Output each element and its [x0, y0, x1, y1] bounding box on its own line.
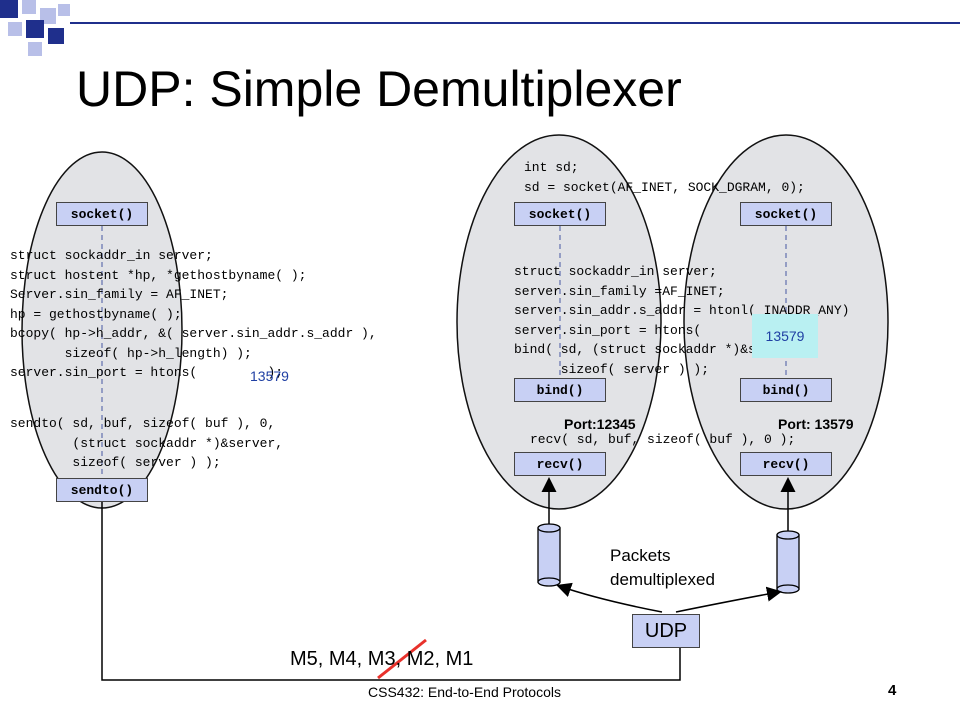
client-send-code: sendto( sd, buf, sizeof( buf ), 0, (stru… [10, 416, 284, 470]
page-number: 4 [888, 682, 897, 699]
corner-square [0, 0, 18, 18]
slide-title: UDP: Simple Demultiplexer [76, 61, 682, 117]
corner-square [22, 0, 36, 14]
slide-footer: CSS432: End-to-End Protocols [368, 684, 561, 700]
client-socket-call: socket() [56, 202, 148, 226]
arrow-udp-to-queue-left [556, 582, 663, 613]
corner-square [28, 42, 42, 56]
udp-layer-box: UDP [632, 614, 700, 648]
packet-path-line [101, 500, 681, 681]
corner-square [58, 4, 70, 16]
client-setup-code: struct sockaddr_in server; struct hosten… [10, 248, 377, 380]
title-rule [70, 22, 960, 24]
corner-square [26, 20, 44, 38]
server-left-bind-call: bind() [514, 378, 606, 402]
client-sendto-call: sendto() [56, 478, 148, 502]
corner-square [8, 22, 22, 36]
server-left-recv-call: recv() [514, 452, 606, 476]
arrow-udp-to-queue-right [675, 586, 782, 613]
server-recv-code: recv( sd, buf, sizeof( buf ), 0 ); [530, 432, 796, 447]
server-left-socket-call: socket() [514, 202, 606, 226]
corner-square [40, 8, 56, 24]
m3-strike-mark [377, 638, 427, 680]
server-process-ellipse-left [456, 134, 662, 510]
queue-right-cylinder [776, 530, 800, 594]
server-socket-code: int sd; sd = socket(AF_INET, SOCK_DGRAM,… [524, 160, 805, 195]
server-right-recv-call: recv() [740, 452, 832, 476]
message-sequence: M5, M4, M3, M2, M1 [290, 648, 474, 670]
server-left-port-label: Port:12345 [564, 416, 636, 432]
server-port-highlight: 13579 [752, 314, 818, 358]
server-right-port-label: Port: 13579 [778, 416, 854, 432]
client-port-number: 13579 [250, 368, 289, 384]
corner-square [48, 28, 64, 44]
packets-demultiplexed-label: Packets demultiplexed [610, 546, 715, 589]
server-right-bind-call: bind() [740, 378, 832, 402]
queue-left-cylinder [537, 523, 561, 587]
server-right-socket-call: socket() [740, 202, 832, 226]
